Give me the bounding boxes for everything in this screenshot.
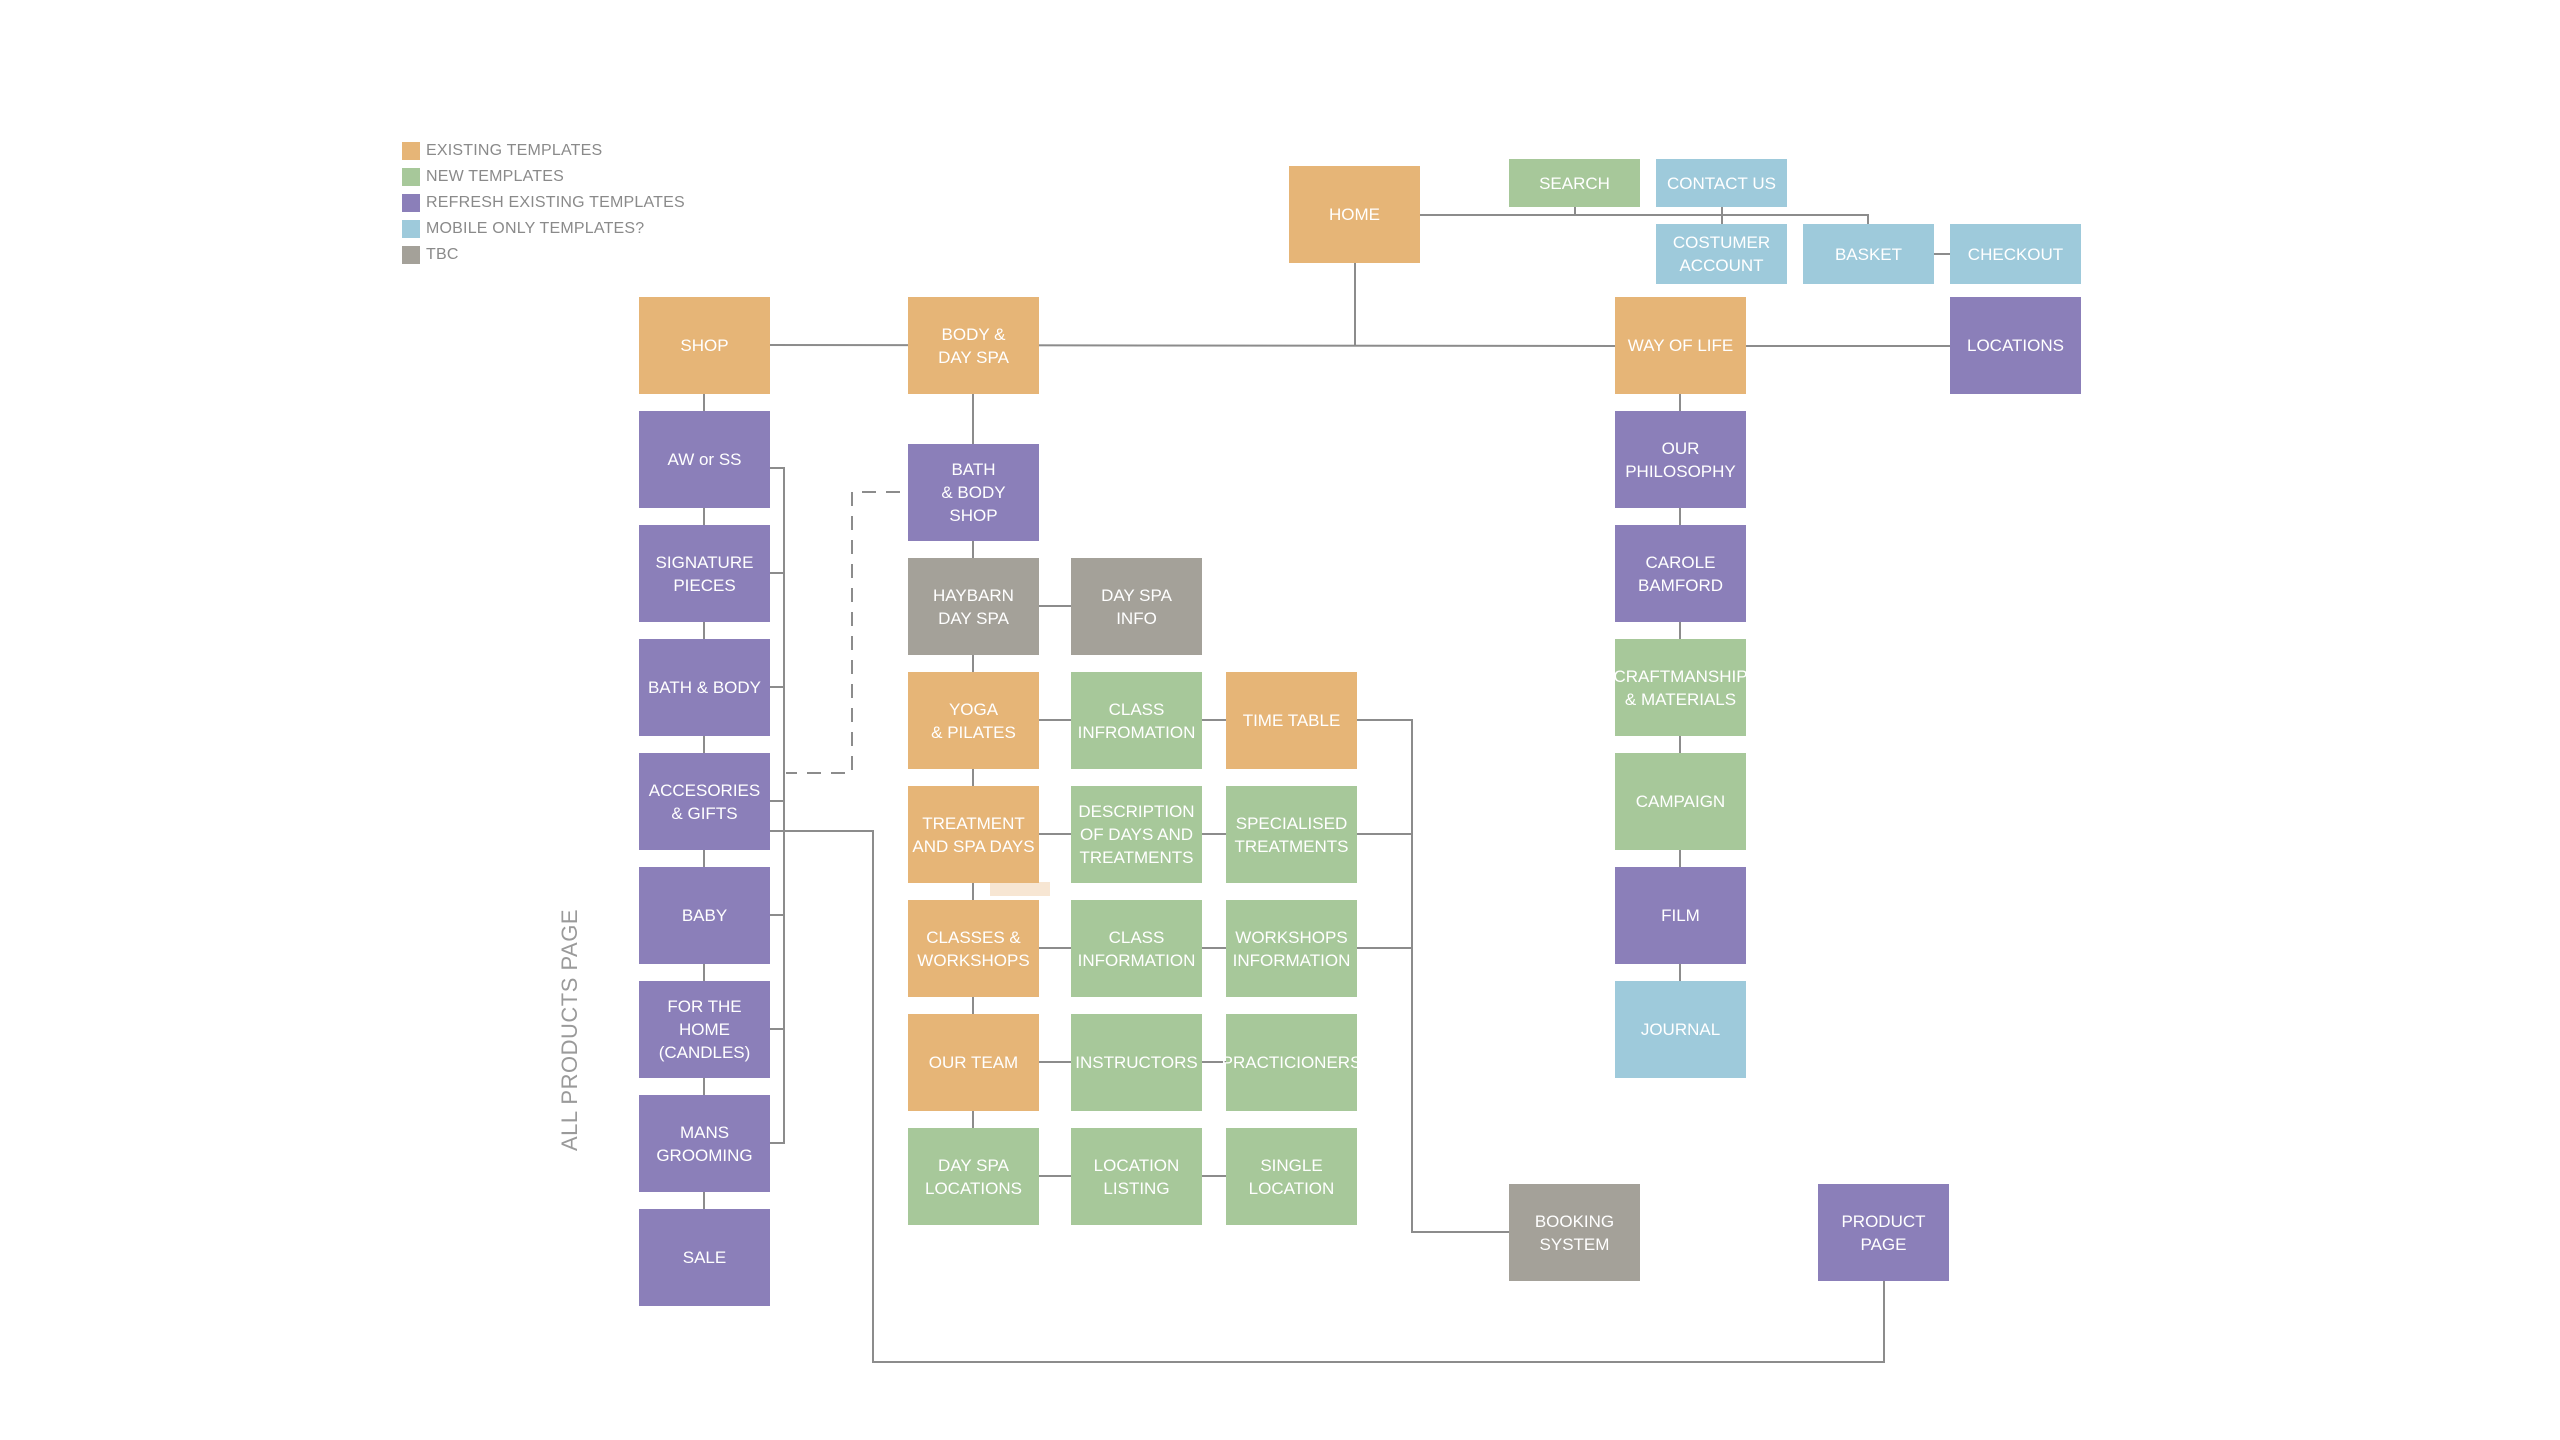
legend-swatch-existing xyxy=(402,142,420,160)
node-costumer-account[interactable]: COSTUMER ACCOUNT xyxy=(1656,224,1787,284)
all-products-page-label: ALL PRODUCTS PAGE xyxy=(557,909,582,1152)
node-classes-workshops[interactable]: CLASSES & WORKSHOPS xyxy=(908,900,1039,997)
node-body-day-spa[interactable]: BODY & DAY SPA xyxy=(908,297,1039,394)
node-accesories-gifts[interactable]: ACCESORIES & GIFTS xyxy=(639,753,770,850)
legend-swatch-new xyxy=(402,168,420,186)
node-specialised-treatments[interactable]: SPECIALISED TREATMENTS xyxy=(1226,786,1357,883)
node-craftmanship-materials[interactable]: CRAFTMANSHIP & MATERIALS xyxy=(1613,639,1748,736)
legend-label-mobile: MOBILE ONLY TEMPLATES? xyxy=(426,220,645,237)
node-product-page[interactable]: PRODUCT PAGE xyxy=(1818,1184,1949,1281)
connector-line xyxy=(1650,214,1869,224)
node-booking-system[interactable]: BOOKING SYSTEM xyxy=(1509,1184,1640,1281)
dashed-connector-line xyxy=(786,491,900,774)
node-sale[interactable]: SALE xyxy=(639,1209,770,1306)
legend-label-existing: EXISTING TEMPLATES xyxy=(426,142,603,159)
legend-item-refresh: REFRESH EXISTING TEMPLATES xyxy=(402,190,685,216)
highlight-mark xyxy=(990,882,1050,896)
node-practicioners[interactable]: PRACTICIONERS xyxy=(1222,1014,1361,1111)
node-single-location[interactable]: SINGLE LOCATION xyxy=(1226,1128,1357,1225)
node-time-table[interactable]: TIME TABLE xyxy=(1226,672,1357,769)
node-contact-us[interactable]: CONTACT US xyxy=(1656,159,1787,207)
node-signature-pieces[interactable]: SIGNATURE PIECES xyxy=(639,525,770,622)
legend-label-refresh: REFRESH EXISTING TEMPLATES xyxy=(426,194,685,211)
legend-item-new: NEW TEMPLATES xyxy=(402,164,685,190)
connector-line xyxy=(770,467,785,1144)
node-class-information[interactable]: CLASS INFORMATION xyxy=(1071,900,1202,997)
legend-swatch-tbc xyxy=(402,246,420,264)
connector-line xyxy=(1357,719,1509,1233)
node-baby[interactable]: BABY xyxy=(639,867,770,964)
node-campaign[interactable]: CAMPAIGN xyxy=(1615,753,1746,850)
legend-swatch-refresh xyxy=(402,194,420,212)
node-home[interactable]: HOME xyxy=(1289,166,1420,263)
node-our-team[interactable]: OUR TEAM xyxy=(908,1014,1039,1111)
legend-label-new: NEW TEMPLATES xyxy=(426,168,565,185)
node-for-the-home[interactable]: FOR THE HOME (CANDLES) xyxy=(639,981,770,1078)
node-search[interactable]: SEARCH xyxy=(1509,159,1640,207)
node-day-spa-locations[interactable]: DAY SPA LOCATIONS xyxy=(908,1128,1039,1225)
node-day-spa-info[interactable]: DAY SPA INFO xyxy=(1071,558,1202,655)
node-locations[interactable]: LOCATIONS xyxy=(1950,297,2081,394)
node-our-philosophy[interactable]: OUR PHILOSOPHY xyxy=(1615,411,1746,508)
node-basket[interactable]: BASKET xyxy=(1803,224,1934,284)
node-haybarn-day-spa[interactable]: HAYBARN DAY SPA xyxy=(908,558,1039,655)
legend-item-existing: EXISTING TEMPLATES xyxy=(402,138,685,164)
connector-line xyxy=(769,344,1616,347)
node-description-days[interactable]: DESCRIPTION OF DAYS AND TREATMENTS xyxy=(1071,786,1202,883)
node-mans-grooming[interactable]: MANS GROOMING xyxy=(639,1095,770,1192)
node-bath-body[interactable]: BATH & BODY xyxy=(639,639,770,736)
node-journal[interactable]: JOURNAL xyxy=(1615,981,1746,1078)
node-bath-body-shop[interactable]: BATH & BODY SHOP xyxy=(908,444,1039,541)
node-treatment-spa-days[interactable]: TREATMENT AND SPA DAYS xyxy=(908,786,1039,883)
node-yoga-pilates[interactable]: YOGA & PILATES xyxy=(908,672,1039,769)
legend-item-tbc: TBC xyxy=(402,242,685,268)
node-checkout[interactable]: CHECKOUT xyxy=(1950,224,2081,284)
node-workshops-information[interactable]: WORKSHOPS INFORMATION xyxy=(1226,900,1357,997)
node-way-of-life[interactable]: WAY OF LIFE xyxy=(1615,297,1746,394)
legend-swatch-mobile xyxy=(402,220,420,238)
connector-line xyxy=(770,830,1885,1363)
node-film[interactable]: FILM xyxy=(1615,867,1746,964)
node-aw-or-ss[interactable]: AW or SS xyxy=(639,411,770,508)
node-instructors[interactable]: INSTRUCTORS xyxy=(1071,1014,1202,1111)
node-shop[interactable]: SHOP xyxy=(639,297,770,394)
legend-item-mobile: MOBILE ONLY TEMPLATES? xyxy=(402,216,685,242)
node-location-listing[interactable]: LOCATION LISTING xyxy=(1071,1128,1202,1225)
legend-label-tbc: TBC xyxy=(426,246,459,263)
node-carole-bamford[interactable]: CAROLE BAMFORD xyxy=(1615,525,1746,622)
legend: EXISTING TEMPLATES NEW TEMPLATES REFRESH… xyxy=(402,138,685,268)
node-class-infromation[interactable]: CLASS INFROMATION xyxy=(1071,672,1202,769)
